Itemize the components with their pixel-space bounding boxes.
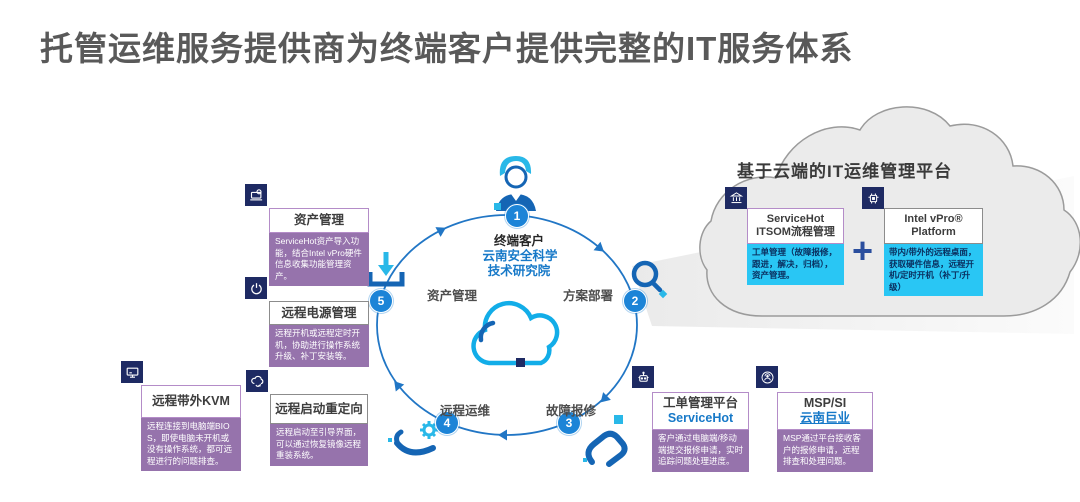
monitor-icon [121, 361, 143, 383]
boot-redirect-body: 远程启动至引导界面，可以通过恢复镜像远程重装系统。 [270, 424, 368, 466]
asset-import-icon [367, 252, 405, 287]
service-hand-gear-icon [388, 421, 438, 456]
remote-power-body: 远程开机或远程定时开机，协助进行操作系统升级、补丁安装等。 [269, 325, 369, 367]
asset-management-title: 资产管理 [293, 213, 344, 227]
plus-sign: + [852, 230, 874, 271]
remote-kvm-title: 远程带外KVM [152, 394, 230, 408]
step1-sublabel-1: 云南安全科学 [482, 249, 558, 263]
servicehot-itsom-title-1: ServiceHot [766, 213, 825, 225]
chip-icon [862, 187, 884, 209]
ticket-platform-body: 客户通过电脑端/移动端提交报修申请，实时追踪问题处理进度。 [652, 430, 749, 472]
asset-management-body: ServiceHot资产导入功能，结合Intel vPro硬件信息收集功能管理资… [269, 233, 369, 286]
laptop-asset-icon [245, 184, 267, 206]
remote-kvm-box: 远程带外KVM 远程连接到电脑端BIOS，即使电脑未开机或没有操作系统，都可远程… [141, 385, 241, 471]
boot-redirect-box: 远程启动重定向 远程启动至引导界面，可以通过恢复镜像远程重装系统。 [270, 394, 368, 466]
cycle-arrows [394, 227, 611, 441]
cloud-redirect-icon [246, 370, 268, 392]
intel-vpro-box: Intel vPro® Platform 带内/带外的远程桌面，获取硬件信息，远… [884, 208, 983, 296]
step2-label: 方案部署 [562, 289, 614, 303]
servicehot-itsom-box: ServiceHot ITSOM流程管理 工单管理（故障报修，跟进，解决，归档）… [747, 208, 844, 285]
servicehot-itsom-body: 工单管理（故障报修，跟进，解决，归档），资产管理。 [747, 244, 844, 285]
step-badge-5: 5 [369, 289, 393, 313]
repair-hand-icon [583, 415, 628, 467]
cloud-platform-title: 基于云端的IT运维管理平台 [737, 162, 953, 181]
remote-power-box: 远程电源管理 远程开机或远程定时开机，协助进行操作系统升级、补丁安装等。 [269, 301, 369, 367]
remote-power-title: 远程电源管理 [281, 305, 357, 320]
robot-icon [632, 366, 654, 388]
ticket-platform-brand: ServiceHot [667, 411, 734, 425]
msp-si-title: MSP/SI [803, 396, 847, 410]
ticket-platform-box: 工单管理平台 ServiceHot 客户通过电脑端/移动端提交报修申请，实时追踪… [652, 392, 749, 472]
power-icon [245, 277, 267, 299]
step-badge-4: 4 [435, 411, 459, 435]
step-badge-3: 3 [557, 411, 581, 435]
step4-label: 远程运维 [439, 404, 491, 418]
step1-sublabel-2: 技术研究院 [487, 264, 551, 278]
msp-si-brand: 云南巨业 [799, 411, 850, 425]
step-badge-1: 1 [505, 204, 529, 228]
step1-label: 终端客户 [493, 234, 545, 248]
remote-kvm-body: 远程连接到电脑端BIOS，即使电脑未开机或没有操作系统，都可远程进行的问题排查。 [141, 418, 241, 471]
ticket-platform-title: 工单管理平台 [662, 396, 738, 410]
boot-redirect-title: 远程启动重定向 [275, 401, 363, 416]
msp-si-body: MSP通过平台接收客户的报修申请，远程排查和处理问题。 [777, 430, 873, 472]
step-badge-2: 2 [623, 289, 647, 313]
magnifier-icon [631, 260, 668, 299]
intel-vpro-title-2: Platform [911, 226, 956, 238]
person-icon [494, 156, 536, 211]
headset-agent-icon [756, 366, 778, 388]
platform-building-icon [725, 187, 747, 209]
servicehot-itsom-title-2: ITSOM流程管理 [756, 226, 835, 238]
asset-management-box: 资产管理 ServiceHot资产导入功能，结合Intel vPro硬件信息收集… [269, 208, 369, 286]
step5-label: 资产管理 [426, 289, 478, 303]
step3-label: 故障报修 [545, 404, 597, 418]
msp-si-box: MSP/SI 云南巨业 MSP通过平台接收客户的报修申请，远程排查和处理问题。 [777, 392, 873, 472]
cloud-icon [471, 300, 560, 367]
intel-vpro-body: 带内/带外的远程桌面，获取硬件信息，远程开机/定时开机（补丁/升级） [884, 244, 983, 296]
page-title: 托管运维服务提供商为终端客户提供完整的IT服务体系 [40, 30, 854, 67]
intel-vpro-title-1: Intel vPro® [904, 213, 963, 225]
